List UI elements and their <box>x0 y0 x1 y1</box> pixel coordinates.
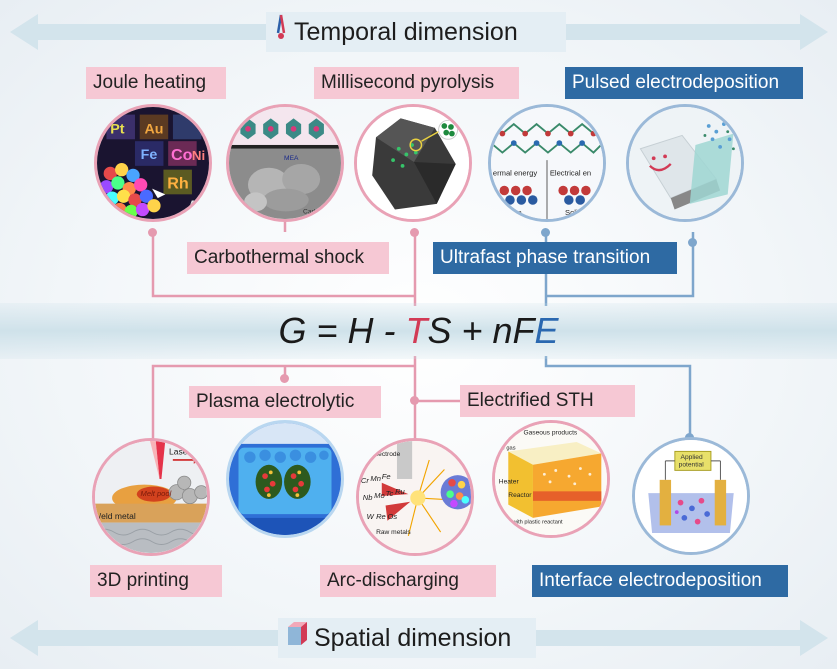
label-millisecond-pyrolysis: Millisecond pyrolysis <box>314 67 519 99</box>
plastic-reactant-text: ense with plastic reactant <box>499 520 563 526</box>
image-joule-heating: Pt Au Fe Co Ni Rh Ag <box>94 104 212 222</box>
symbol-nb: Nb <box>363 493 373 502</box>
symbol-mo: Mo <box>374 491 385 500</box>
symbol-fe: Fe <box>382 472 391 481</box>
label-arc-discharging: Arc-discharging <box>320 565 496 597</box>
heater-text: Heater <box>499 479 520 486</box>
image-pulsed-electrodeposition <box>626 104 744 222</box>
formula-potential: E <box>534 310 559 351</box>
formula-band <box>0 303 837 359</box>
connector-dot <box>410 396 419 405</box>
reactor-text: Reactor <box>508 492 532 499</box>
electrical-energy-text: Electrical en <box>550 168 591 177</box>
label-electrified-sth: Electrified STH <box>460 385 635 417</box>
label-plasma-electrolytic: Plasma electrolytic <box>189 386 381 418</box>
formula-part-2: S + nF <box>427 310 535 351</box>
image-arc-discharging: Electrode Cr Mn Fe Nb Mo Tc Ru W Re Os R… <box>356 438 474 556</box>
symbol-re: Re <box>376 512 386 521</box>
electrode-text: Electrode <box>372 451 400 458</box>
image-carbothermal-shock: MEA Carbon <box>226 104 344 222</box>
temporal-axis-label: Temporal dimension <box>266 12 566 52</box>
formula-temperature: T <box>405 310 428 351</box>
symbol-cr: Cr <box>361 476 369 485</box>
formula-part-1: G = H - <box>278 310 406 351</box>
label-joule-heating: Joule heating <box>86 67 226 99</box>
label-interface-electrodeposition: Interface electrodeposition <box>532 565 788 597</box>
laser-text: Laser <box>169 446 190 456</box>
connector-dot <box>688 238 697 247</box>
cuboid-icon <box>286 619 308 659</box>
symbol-co: Co <box>171 146 193 164</box>
connector-dot <box>541 228 550 237</box>
image-ultrafast-phase-transition: ermal energy Electrical en aration Solid <box>488 104 606 222</box>
thermal-energy-text: ermal energy <box>493 168 537 177</box>
symbol-mn: Mn <box>370 474 381 483</box>
image-millisecond-pyrolysis <box>354 104 472 222</box>
mea-text: MEA <box>284 155 299 162</box>
connector-dot <box>280 374 289 383</box>
symbol-rh: Rh <box>167 175 189 193</box>
symbol-ru: Ru <box>395 487 405 496</box>
symbol-tc: Tc <box>386 489 394 498</box>
raw-metals-text: Raw metals <box>376 529 411 536</box>
image-plasma-electrolytic <box>226 420 344 538</box>
gibbs-formula: G = H - TS + nFE <box>0 305 837 357</box>
label-ultrafast-phase-transition: Ultrafast phase transition <box>433 242 677 274</box>
image-3d-printing: Laser Melt pool /eld metal <box>92 438 210 556</box>
spatial-axis-label: Spatial dimension <box>278 618 536 658</box>
label-carbothermal-shock: Carbothermal shock <box>187 242 389 274</box>
connector-dot <box>410 228 419 237</box>
symbol-au: Au <box>144 122 163 138</box>
gaseous-products-text: Gaseous products <box>523 429 577 436</box>
weld-metal-text: /eld metal <box>99 511 136 521</box>
symbol-pt: Pt <box>110 122 124 138</box>
connector-dot <box>148 228 157 237</box>
symbol-fe: Fe <box>141 147 158 163</box>
image-interface-electrodeposition: Applied potential <box>632 437 750 555</box>
label-pulsed-electrodeposition: Pulsed electrodeposition <box>565 67 803 99</box>
potential-text: potential <box>679 462 705 469</box>
applied-text: Applied <box>681 454 703 461</box>
symbol-os: Os <box>387 512 397 521</box>
gas-text: rse gas <box>497 446 516 452</box>
thermometer-icon <box>274 13 288 53</box>
symbol-w: W <box>367 512 375 521</box>
melt-pool-text: Melt pool <box>141 489 172 498</box>
label-3d-printing: 3D printing <box>90 565 222 597</box>
symbol-ni: Ni <box>192 148 205 163</box>
image-electrified-sth: Gaseous products rse gas Heater Reactor … <box>492 420 610 538</box>
